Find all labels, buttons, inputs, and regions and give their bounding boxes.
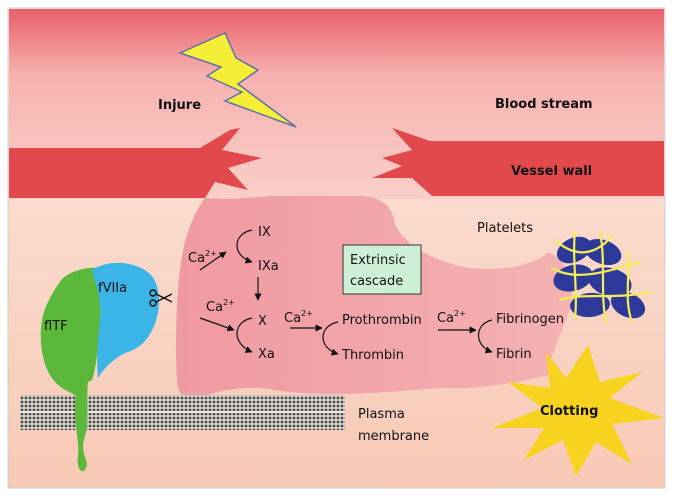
thrombin-label: Thrombin — [341, 348, 404, 363]
extrinsic-label: Extrinsic — [350, 253, 406, 268]
ca-label-2: Ca2+ — [206, 298, 235, 315]
ca-label-3: Ca2+ — [284, 309, 313, 326]
cascade-label: cascade — [350, 274, 403, 289]
fviia-label: fVIIa — [98, 281, 127, 296]
injure-label: Injure — [158, 98, 201, 113]
platelets-label: Platelets — [477, 221, 533, 236]
platelet-cluster — [550, 230, 652, 324]
cascade-region — [175, 196, 573, 400]
xa-label: Xa — [258, 347, 275, 362]
vessel-wall-right — [372, 128, 664, 196]
fltf-protein — [40, 267, 105, 472]
blood-stream-label: Blood stream — [495, 97, 593, 112]
ca-label-4: Ca2+ — [437, 309, 466, 326]
membrane-label: membrane — [358, 429, 429, 444]
clotting-label: Clotting — [540, 404, 598, 419]
vessel-wall-label: Vessel wall — [511, 164, 592, 179]
clotting-star — [492, 345, 664, 476]
fltf-label: flTF — [44, 319, 68, 334]
fibrinogen-label: Fibrinogen — [496, 312, 564, 327]
x-label: X — [258, 314, 267, 329]
plasma-label: Plasma — [358, 407, 405, 422]
scissors-icon — [149, 289, 173, 307]
lightning-icon — [177, 32, 297, 128]
ca-label-1: Ca2+ — [188, 249, 217, 266]
vessel-wall-left — [9, 128, 262, 198]
ixa-label: IXa — [258, 259, 279, 274]
prothrombin-label: Prothrombin — [342, 313, 422, 328]
ix-label: IX — [258, 225, 271, 240]
fviia-protein — [92, 262, 159, 378]
fibrin-label: Fibrin — [496, 347, 532, 362]
extrinsic-cascade-box — [342, 244, 422, 295]
